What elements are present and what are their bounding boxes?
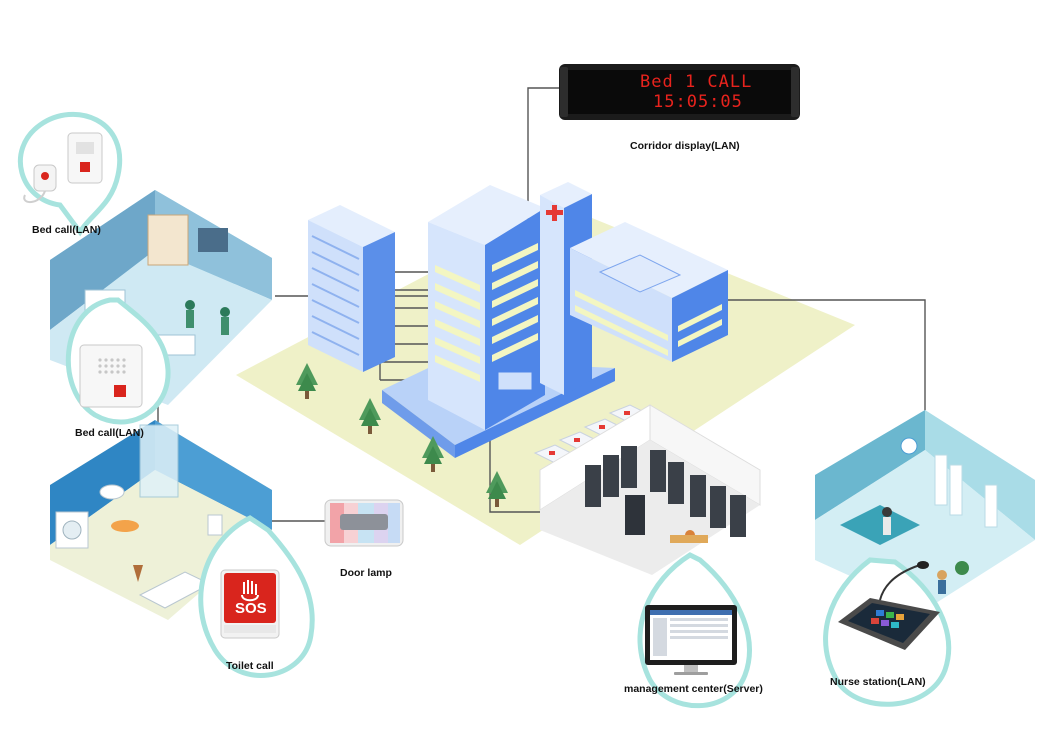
bathroom [50, 420, 272, 620]
corridor-display-label: Corridor display(LAN) [630, 140, 740, 152]
bed-call-label-bottom: Bed call(LAN) [75, 427, 144, 439]
corridor-display-device [559, 64, 800, 120]
clinic-building [570, 222, 728, 362]
bed-call-device-top [23, 132, 103, 203]
ward-room [50, 190, 272, 405]
display-line-1: Bed 1 CALL [640, 72, 753, 92]
toilet-call-label: Toilet call [226, 660, 274, 672]
sos-text: SOS [235, 600, 267, 617]
bed-call-device-bottom [79, 344, 143, 408]
nurse-station-label: Nurse station(LAN) [830, 676, 926, 688]
hospital-tower [382, 182, 615, 458]
management-center-label: management center(Server) [624, 683, 763, 695]
management-monitor [645, 605, 737, 675]
server-room [539, 404, 761, 575]
door-lamp-device [324, 499, 404, 547]
toilet-call-device [220, 569, 280, 639]
display-line-2: 15:05:05 [653, 92, 743, 112]
bed-call-label-top: Bed call(LAN) [32, 224, 101, 236]
trees [296, 363, 508, 507]
office-tower [308, 205, 395, 372]
nurse-station-room [815, 410, 1035, 610]
nurse-master-station [838, 561, 940, 650]
door-lamp-label: Door lamp [340, 567, 392, 579]
